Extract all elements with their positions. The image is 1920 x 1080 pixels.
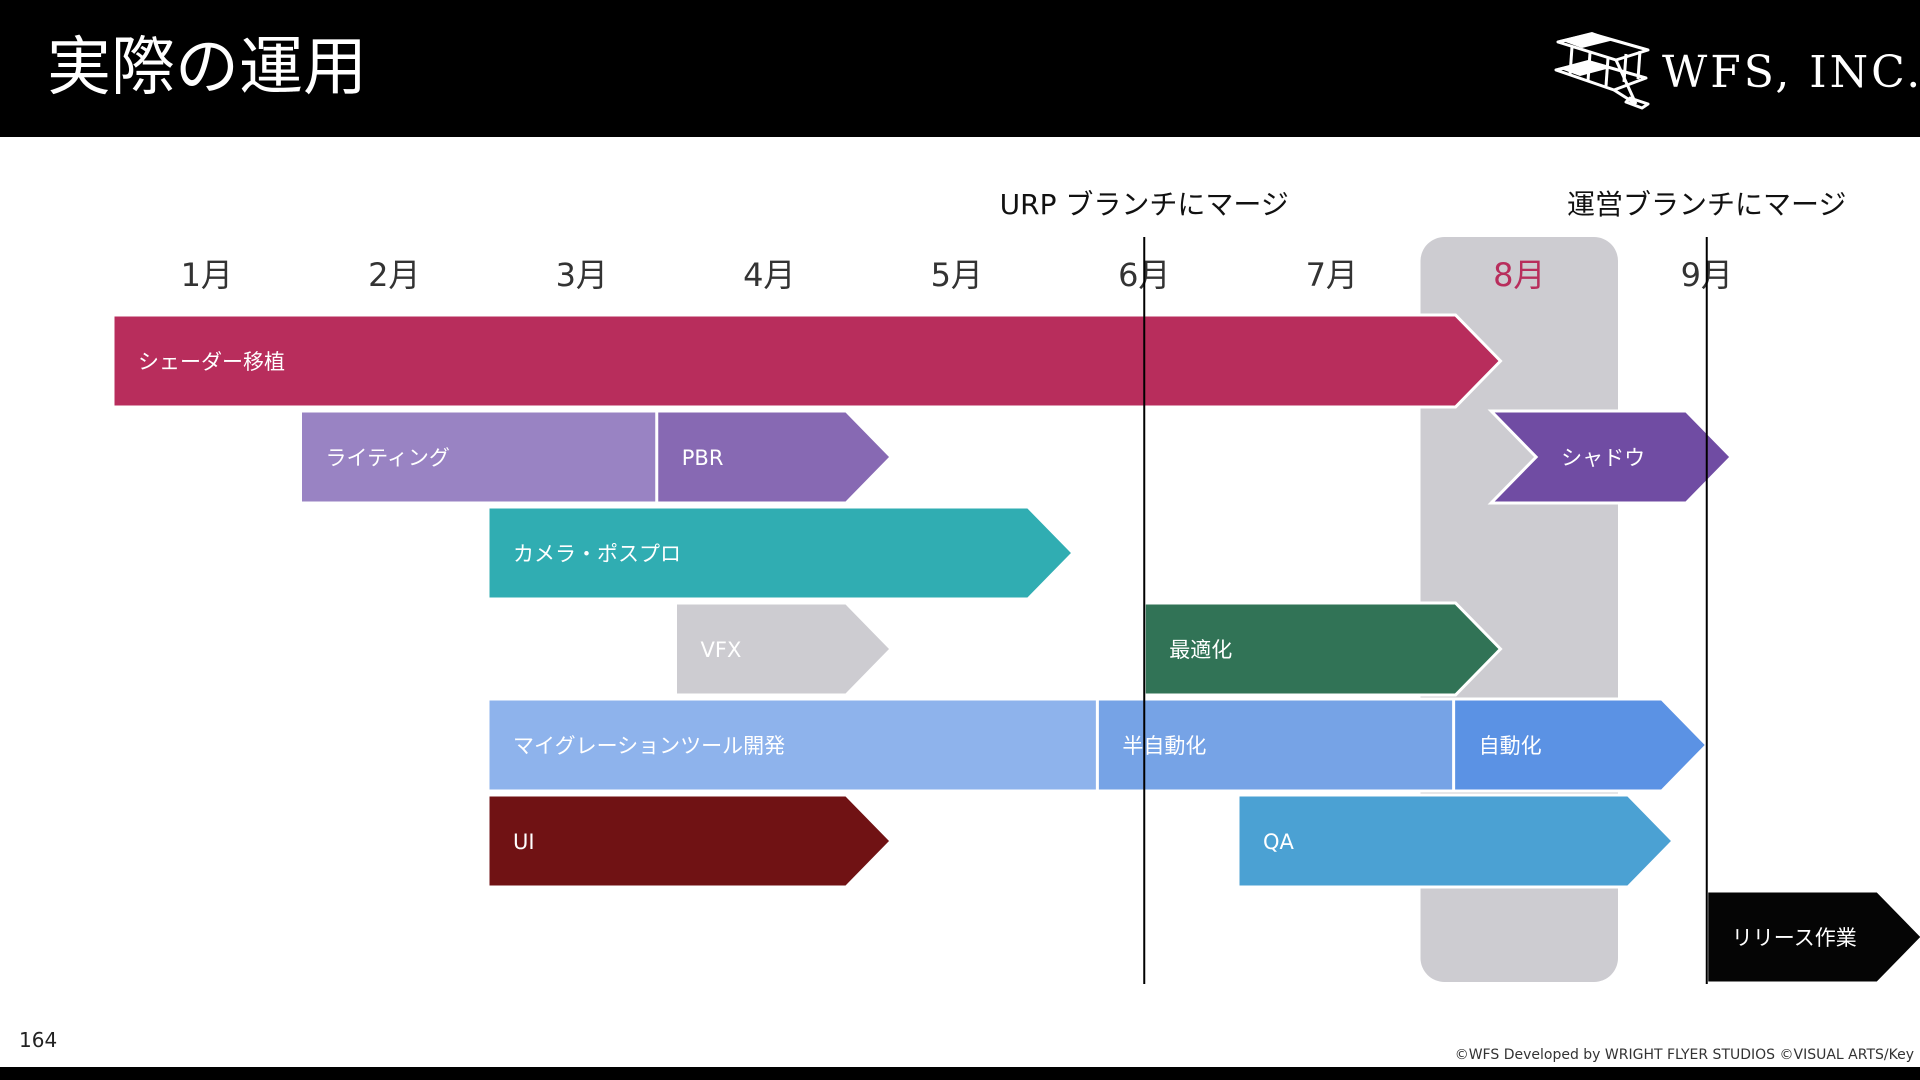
company-logo: WFS, INC. [1552,28,1920,110]
milestone-label-2: 運営ブランチにマージ [1567,188,1846,221]
month-label-1: 1月 [181,256,233,294]
task-bar-camera-postpro [486,505,1076,601]
task-label-migration-tool: マイグレーションツール開発 [513,734,785,758]
task-bar-vfx [674,601,894,697]
logo-text: WFS, INC. [1662,47,1920,98]
month-label-3: 3月 [556,256,608,294]
copyright-notice: ©WFS Developed by WRIGHT FLYER STUDIOS ©… [1454,1047,1914,1063]
month-label-7: 7月 [1306,256,1358,294]
month-label-8: 8月 [1493,256,1545,294]
task-label-optimization: 最適化 [1169,638,1232,662]
month-label-4: 4月 [743,256,795,294]
task-label-semi-auto: 半自動化 [1122,734,1206,758]
task-label-shader-port: シェーダー移植 [138,350,285,374]
milestone-label-1: URP ブランチにマージ [1000,188,1289,221]
page-number: 164 [19,1028,58,1052]
task-bar-auto [1452,697,1709,793]
task-label-release: リリース作業 [1732,926,1857,950]
task-bar-shadow [1487,409,1734,505]
footer-bar [0,1067,1920,1080]
task-bar-qa [1236,793,1676,889]
month-label-5: 5月 [931,256,983,294]
slide-header: 実際の運用 WFS, INC. [0,0,1920,137]
task-bar-shader-port [111,313,1503,409]
biplane-icon [1554,32,1650,110]
task-bar-ui [486,793,894,889]
task-label-camera-postpro: カメラ・ポスプロ [513,542,681,566]
slide-title: 実際の運用 [47,31,367,105]
month-label-2: 2月 [368,256,420,294]
task-label-auto: 自動化 [1479,734,1542,758]
task-label-lighting: ライティング [326,446,450,470]
task-label-qa: QA [1263,830,1295,854]
task-label-shadow: シャドウ [1561,446,1645,470]
task-label-pbr: PBR [682,446,724,470]
task-label-vfx: VFX [701,638,742,662]
task-bar-pbr [655,409,894,505]
task-label-ui: UI [513,830,535,854]
